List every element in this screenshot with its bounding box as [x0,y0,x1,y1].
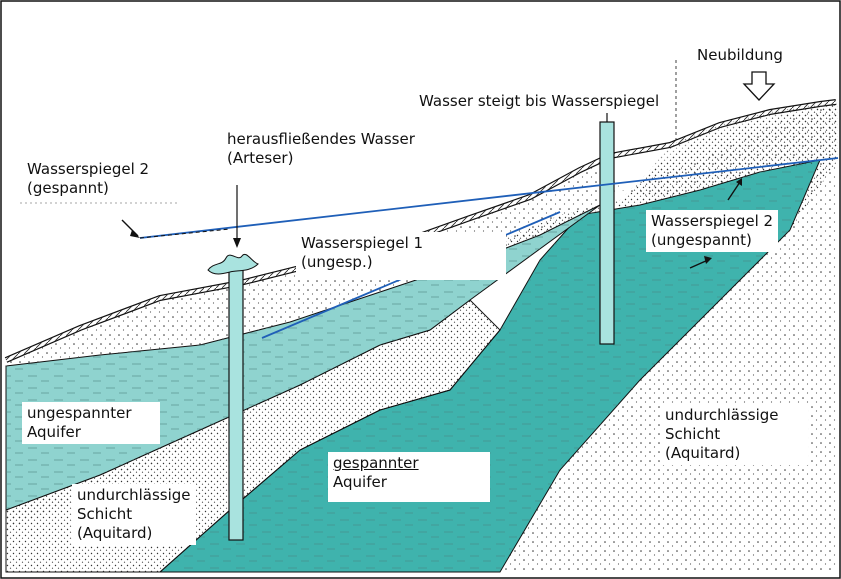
label-water-level-2-confined: Wasserspiegel 2 (gespannt) [22,158,155,200]
water-level-2-line [139,157,839,239]
label-water-level-1: Wasserspiegel 1 (ungesp.) [296,232,506,280]
artesian-outflow-icon [207,253,259,275]
label-water-level-2-unconfined: Wasserspiegel 2 (ungespannt) [646,210,779,252]
label-unconfined-aquifer: ungespannter Aquifer [22,402,160,444]
vadose-zone [6,160,620,366]
label-confined-aquifer: gespannter Aquifer [328,452,490,502]
flow-arrow-icon [689,259,709,269]
label-artesian: herausfließendes Wasser (Arteser) [222,128,420,170]
observation-well [599,121,615,345]
artesian-well [228,267,244,541]
label-water-rises: Wasser steigt bis Wasserspiegel [414,90,665,113]
label-aquitard-right: undurchlässige Schicht (Aquitard) [660,404,808,465]
recharge-arrow-icon [742,71,776,101]
label-neubildung: Neubildung [692,44,788,67]
water-level-2-dashed [139,228,231,239]
flow-arrow-icon [727,181,741,201]
label-aquitard-left: undurchlässige Schicht (Aquitard) [72,484,196,545]
